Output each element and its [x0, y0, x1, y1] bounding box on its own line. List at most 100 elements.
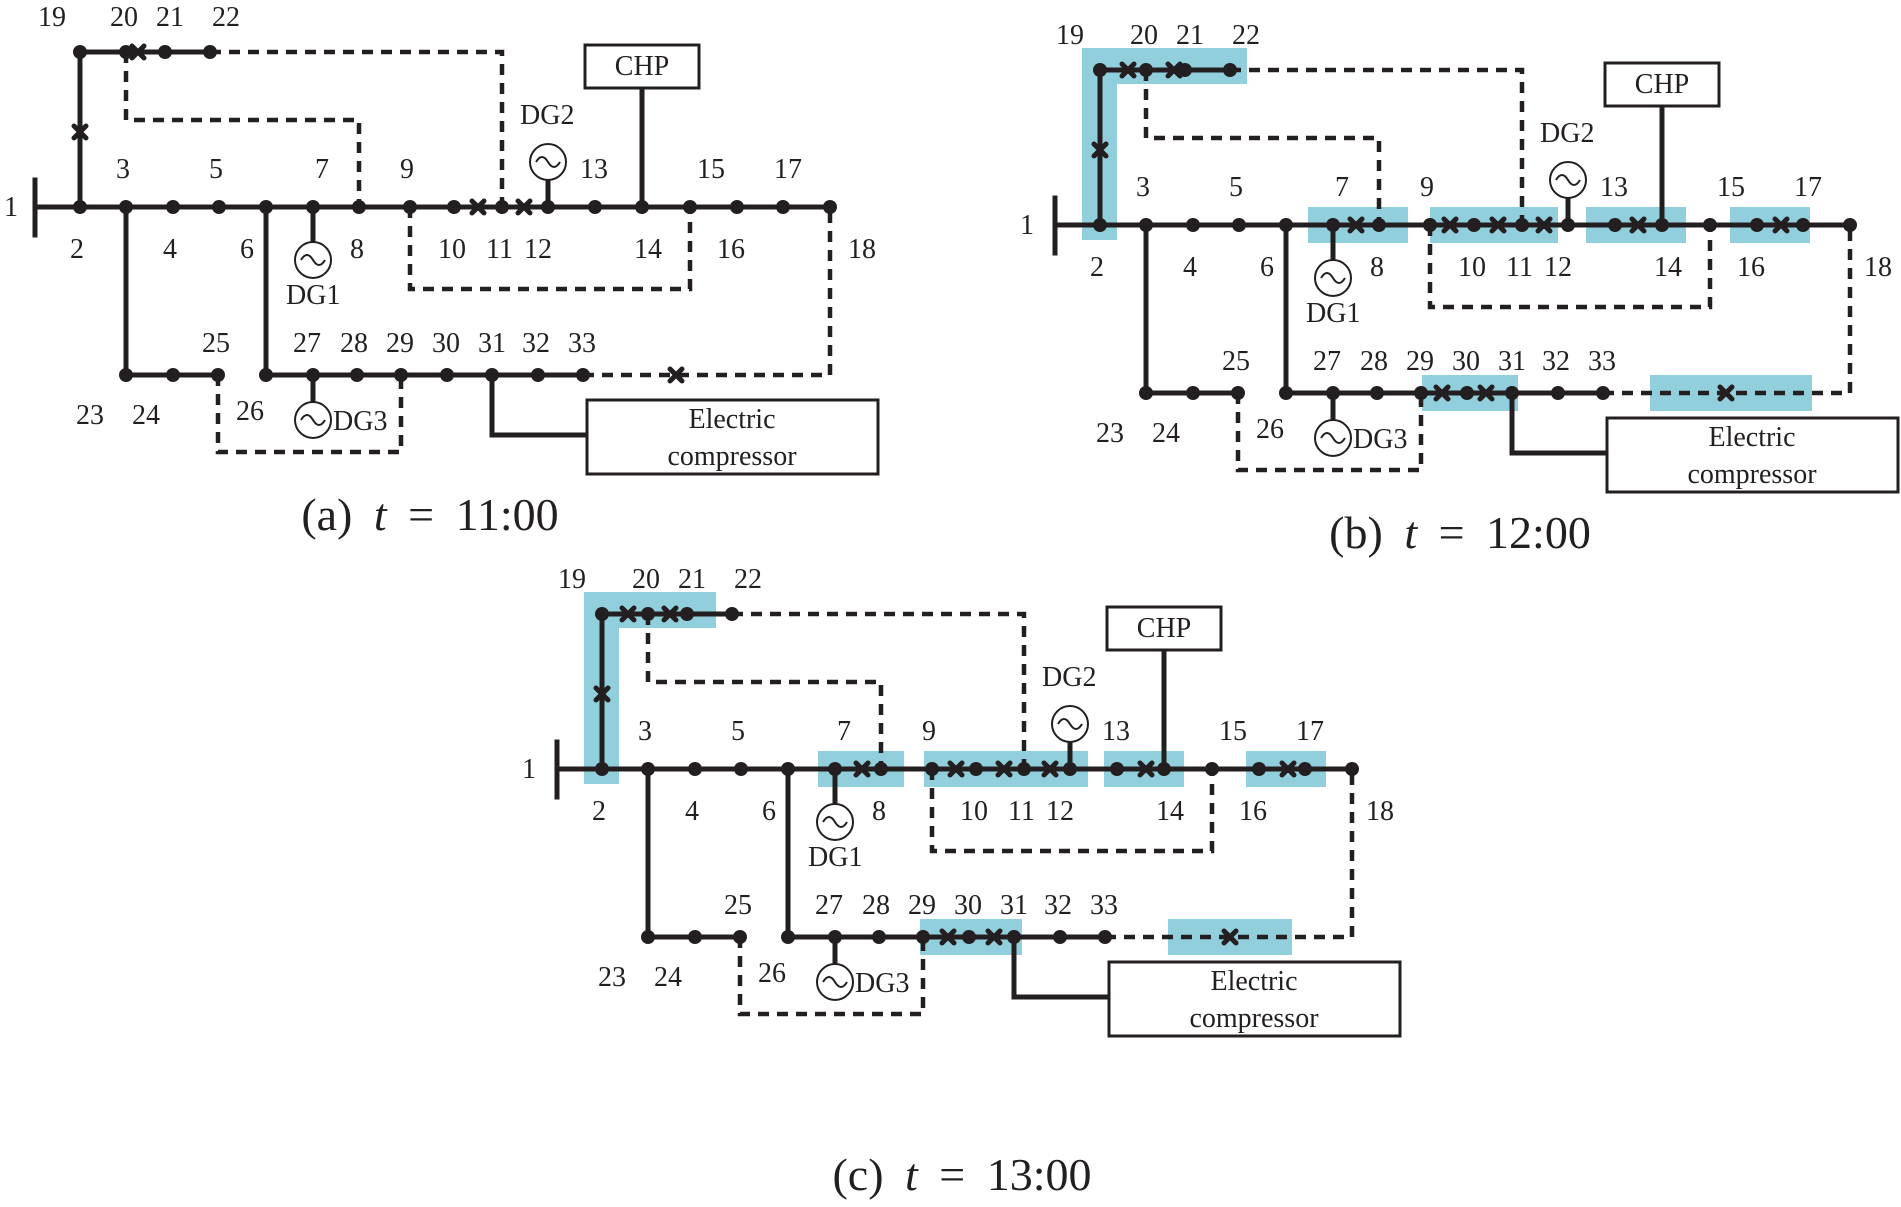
dg3-label: DG3	[1353, 424, 1407, 455]
caption-prefix: (a)	[301, 489, 352, 540]
bus-label: 10	[438, 234, 466, 265]
bus-label: 27	[815, 890, 843, 921]
bus-label: 1	[1020, 210, 1034, 241]
bus-label: 15	[697, 154, 725, 185]
bus-label: 7	[315, 154, 329, 185]
bus-label: 22	[1232, 20, 1260, 51]
bus-label: 30	[1452, 346, 1480, 377]
bus-label: 13	[1102, 716, 1130, 747]
bus-label: 7	[1335, 172, 1349, 203]
bus-label: 9	[922, 716, 936, 747]
bus-label: 11	[1506, 252, 1533, 283]
bus-label: 22	[734, 564, 762, 595]
switch-marks-b	[1091, 61, 1790, 402]
bus-label: 15	[1219, 716, 1247, 747]
dg2-label: DG2	[1042, 662, 1096, 693]
bus-label: 20	[110, 2, 138, 33]
dg3-label: DG3	[855, 968, 909, 999]
caption-prefix: (c)	[832, 1149, 883, 1200]
bus-label: 7	[837, 716, 851, 747]
caption-c: (c) t = 13:00	[832, 1149, 1091, 1200]
compressor-label-line2: compressor	[667, 441, 797, 472]
dg1-label: DG1	[808, 842, 862, 873]
bus-label: 20	[1130, 20, 1158, 51]
bus-label: 33	[568, 328, 596, 359]
bus-label: 3	[1136, 172, 1150, 203]
bus-label: 29	[908, 890, 936, 921]
bus-label: 16	[1239, 796, 1267, 827]
compressor-label-line1: Electric	[1708, 422, 1795, 453]
bus-label: 31	[1498, 346, 1526, 377]
caption-eq: =	[1439, 507, 1465, 558]
bus-label: 10	[960, 796, 988, 827]
bus-label: 14	[634, 234, 662, 265]
bus-label: 6	[240, 234, 254, 265]
bus-label: 18	[848, 234, 876, 265]
bus-label: 4	[163, 234, 177, 265]
bus-label: 23	[1096, 418, 1124, 449]
bus-label: 28	[862, 890, 890, 921]
bus-label: 25	[1222, 346, 1250, 377]
caption-b: (b) t = 12:00	[1329, 507, 1591, 558]
bus-label: 17	[1794, 172, 1822, 203]
caption-prefix: (b)	[1329, 507, 1383, 558]
panel-b	[1055, 48, 1898, 492]
bus-label: 4	[685, 796, 699, 827]
switch-marks-a	[71, 43, 685, 384]
bus-label: 32	[522, 328, 550, 359]
bus-label: 2	[70, 234, 84, 265]
bus-label: 9	[1420, 172, 1434, 203]
bus-label: 17	[774, 154, 802, 185]
bus-label: 2	[1090, 252, 1104, 283]
bus-label: 29	[1406, 346, 1434, 377]
bus-label: 6	[762, 796, 776, 827]
bus-label: 2	[592, 796, 606, 827]
bus-label: 19	[558, 564, 586, 595]
bus-label: 19	[38, 2, 66, 33]
bus-label: 3	[638, 716, 652, 747]
caption-eq: =	[939, 1149, 965, 1200]
bus-label: 33	[1090, 890, 1118, 921]
bus-label: 21	[1176, 20, 1204, 51]
bus-label: 14	[1156, 796, 1184, 827]
caption-time: 12:00	[1486, 507, 1591, 558]
caption-a: (a) t = 11:00	[301, 489, 558, 540]
bus-label: 18	[1864, 252, 1892, 283]
panel-c	[557, 592, 1400, 1036]
dg1-label: DG1	[1306, 298, 1360, 329]
bus-label: 5	[731, 716, 745, 747]
bus-label: 32	[1044, 890, 1072, 921]
bus-label: 4	[1183, 252, 1197, 283]
bus-label: 23	[76, 400, 104, 431]
panel-a	[35, 45, 878, 474]
bus-label: 17	[1296, 716, 1324, 747]
bus-label: 14	[1654, 252, 1682, 283]
bus-label: 28	[340, 328, 368, 359]
bus-label: 12	[1544, 252, 1572, 283]
bus-label: 32	[1542, 346, 1570, 377]
bus-label: 24	[1152, 418, 1180, 449]
bus-label: 26	[1256, 414, 1284, 445]
bus-label: 8	[350, 234, 364, 265]
bus-label: 27	[293, 328, 321, 359]
bus-label: 26	[758, 958, 786, 989]
bus-label: 8	[872, 796, 886, 827]
bus-label: 25	[724, 890, 752, 921]
labels-c: 1 2 3 4 5 6 7 8 9 10 11 12 13 14 15 16 1…	[522, 564, 1394, 1200]
bus-label: 13	[1600, 172, 1628, 203]
bus-label: 21	[678, 564, 706, 595]
bus-label: 24	[654, 962, 682, 993]
dg2-label: DG2	[1540, 118, 1594, 149]
bus-label: 24	[132, 400, 160, 431]
caption-var: t	[374, 489, 388, 540]
chp-label: CHP	[615, 51, 669, 82]
dg2-label: DG2	[520, 100, 574, 131]
bus-label: 22	[212, 2, 240, 33]
caption-time: 13:00	[987, 1149, 1092, 1200]
bus-label: 23	[598, 962, 626, 993]
bus-label: 21	[156, 2, 184, 33]
labels-b: 1 2 3 4 5 6 7 8 9 10 11 12 13 14 15 16 1…	[1020, 20, 1892, 558]
bus-label: 30	[432, 328, 460, 359]
bus-label: 11	[486, 234, 513, 265]
